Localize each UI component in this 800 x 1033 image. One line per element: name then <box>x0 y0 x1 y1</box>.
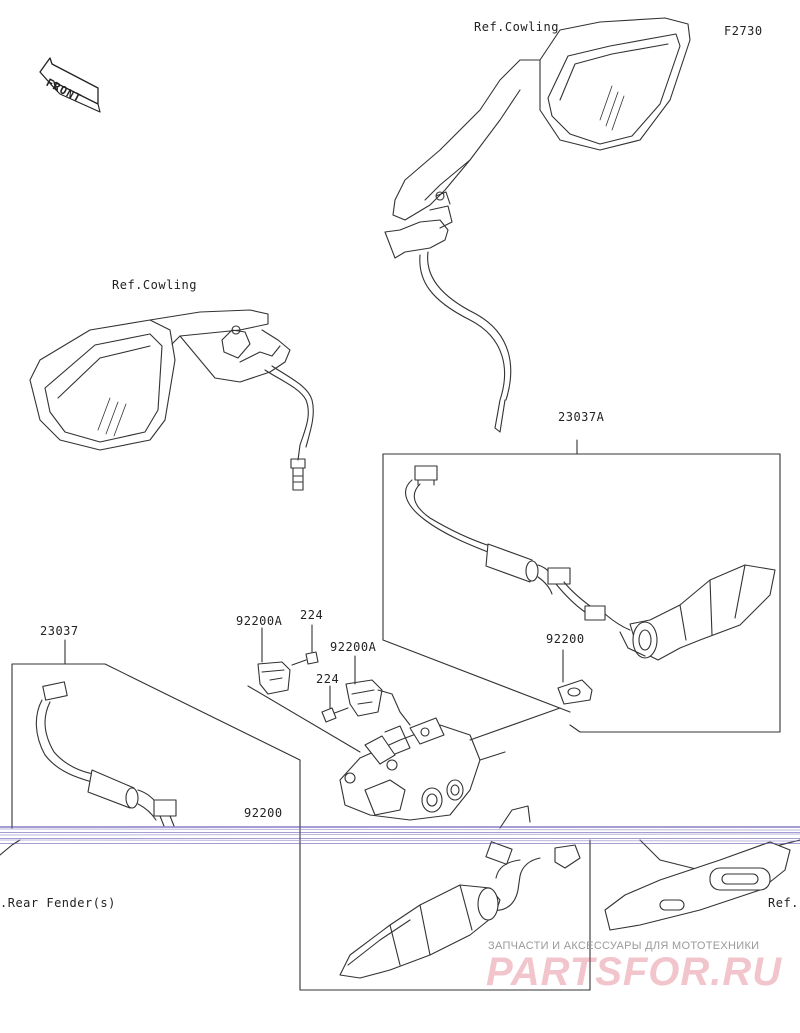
lower-components-illustration <box>499 805 800 931</box>
ref-cowling-top-label: Ref.Cowling <box>474 20 559 34</box>
watermark-tagline: ЗАПЧАСТИ И АКСЕССУАРЫ ДЛЯ МОТОТЕХНИКИ <box>488 940 760 952</box>
bracket-92200A-left <box>257 627 291 695</box>
part-23037-label: 23037 <box>40 624 79 638</box>
bracket-92200A-right <box>345 655 411 726</box>
box-23037 <box>11 639 301 829</box>
front-arrow-icon <box>39 57 101 113</box>
part-92200A-right-label: 92200A <box>330 640 377 654</box>
turn-signal-right-illustration <box>405 465 776 661</box>
bolt-224-bottom <box>321 685 349 723</box>
ref-cowling-left-label: Ref.Cowling <box>112 278 197 292</box>
mirror-right-illustration <box>384 17 691 433</box>
part-224-bottom-label: 224 <box>316 672 340 686</box>
mirror-left-illustration <box>29 309 314 491</box>
turn-signal-lower-illustration <box>339 841 581 979</box>
box-23037A <box>382 439 781 733</box>
part-92200A-left-label: 92200A <box>236 614 283 628</box>
grommet-92200-right <box>557 649 593 705</box>
scan-noise-band <box>0 826 800 844</box>
ref-bottom-right-label: Ref. <box>768 896 799 910</box>
rear-fender-label: .Rear Fender(s) <box>0 896 116 910</box>
part-23037A-label: 23037A <box>558 410 605 424</box>
scan-noise-band-lines <box>0 828 800 842</box>
leader-line-bracket <box>247 685 361 753</box>
figure-id-label: F2730 <box>724 24 763 38</box>
part-224-top-label: 224 <box>300 608 324 622</box>
central-bracket-illustration <box>339 707 561 821</box>
watermark-logo: PARTSFOR.RU <box>486 950 783 994</box>
bolt-224-top <box>291 624 319 666</box>
turn-signal-cable-left-illustration <box>35 681 177 827</box>
part-92200-left-label: 92200 <box>244 806 283 820</box>
rear-fender-edge <box>0 839 21 856</box>
part-92200-right-label: 92200 <box>546 632 585 646</box>
box-92200-lower <box>299 827 591 991</box>
